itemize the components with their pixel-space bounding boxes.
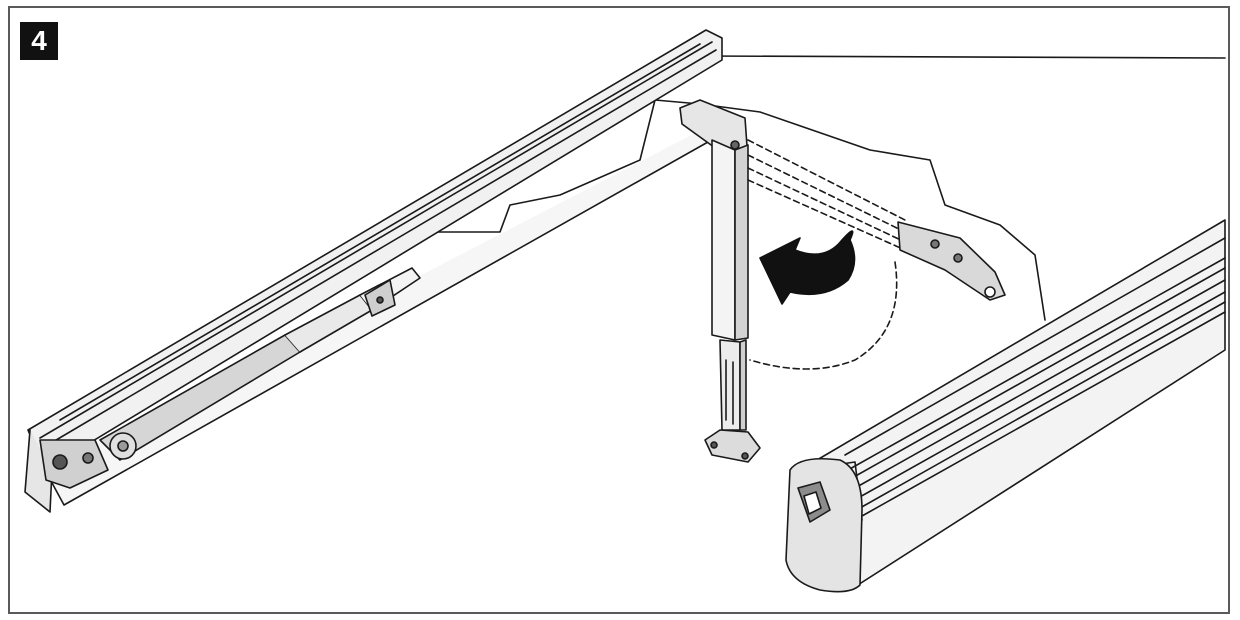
left-roller-housing: [24, 29, 723, 513]
left-end-bracket: [39, 279, 396, 489]
front-roller-housing: [799, 219, 1226, 591]
front-end-cap: [785, 457, 863, 593]
support-leg: [704, 139, 761, 463]
rotation-arrow-icon: [759, 230, 856, 305]
folded-arm-ghost: [747, 139, 906, 370]
step-number-badge: 4: [20, 22, 58, 60]
arm-end-fitting: [897, 221, 1006, 301]
top-mount-bracket: [679, 99, 749, 161]
